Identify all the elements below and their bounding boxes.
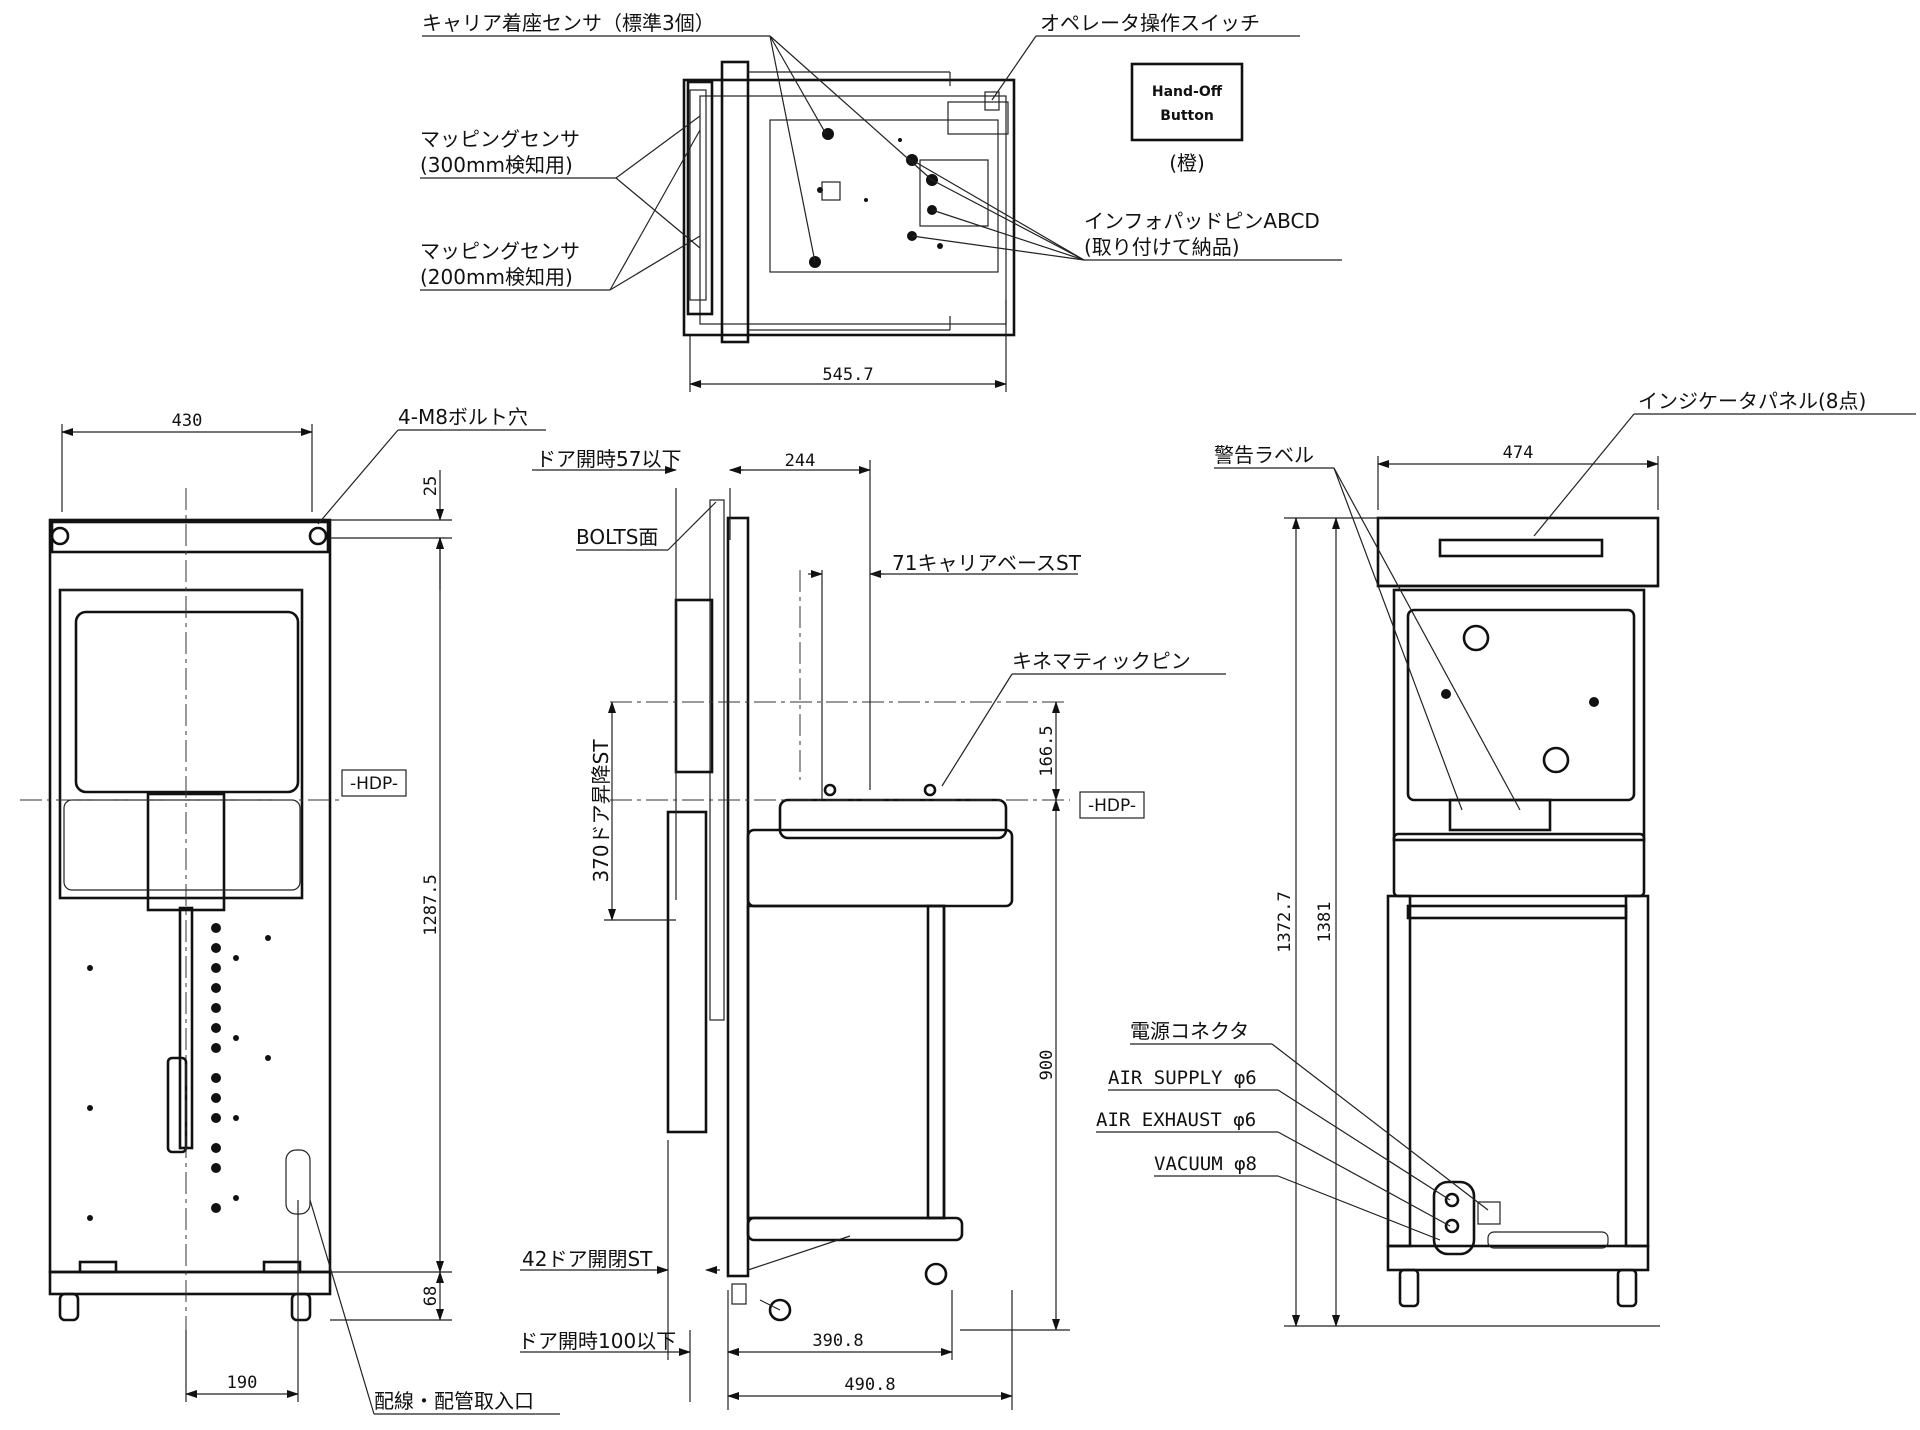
side-view: ドア開時57以下 244 71キャリアベースST 370ドア昇降ST 166.5… xyxy=(518,447,1082,1410)
label-carrier-base-st: 71キャリアベースST xyxy=(892,551,1082,575)
label-wiring-entry: 配線・配管取入口 xyxy=(374,1389,534,1413)
label-bolts-face: BOLTS面 xyxy=(576,525,658,549)
dim-top-width: 545.7 xyxy=(822,365,873,385)
label-hdp-mid: -HDP- xyxy=(1088,796,1136,816)
dim-front-top: 25 xyxy=(421,476,441,496)
dim-rear-1381: 1381 xyxy=(1315,902,1335,943)
dim-side-3908: 390.8 xyxy=(812,1331,863,1351)
label-air-supply: AIR SUPPLY φ6 xyxy=(1108,1067,1257,1089)
front-view: 430 25 1287.5 68 190 xyxy=(20,411,452,1402)
front-view-holes xyxy=(87,923,271,1221)
label-bolt-holes: 4-M8ボルト穴 xyxy=(398,405,528,429)
dim-side-4908: 490.8 xyxy=(844,1375,895,1395)
label-kinematic-pin: キネマティックピン xyxy=(1012,649,1191,673)
rear-view xyxy=(1376,516,1660,1308)
label-carrier-seat-sensor: キャリア着座センサ（標準3個） xyxy=(422,11,715,35)
dim-front-entry: 190 xyxy=(227,1373,258,1393)
label-infopad-a: インフォパッドピンABCD xyxy=(1084,209,1320,233)
label-mapping-200-a: マッピングセンサ xyxy=(420,239,580,263)
dim-rear-width: 474 xyxy=(1503,443,1534,463)
label-mapping-200-b: (200mm検知用) xyxy=(420,265,573,289)
label-mapping-300-a: マッピングセンサ xyxy=(420,127,580,151)
hand-off-text-2: Button xyxy=(1160,108,1214,124)
label-indicator-panel: インジケータパネル(8点) xyxy=(1638,389,1866,413)
label-air-exhaust: AIR EXHAUST φ6 xyxy=(1096,1109,1256,1131)
top-view-holes xyxy=(809,128,943,268)
label-hdp-left: -HDP- xyxy=(350,774,398,794)
label-mapping-300-b: (300mm検知用) xyxy=(420,153,573,177)
label-power-connector: 電源コネクタ xyxy=(1130,1019,1249,1043)
dim-rear-13727: 1372.7 xyxy=(1275,891,1295,952)
label-operator-switch: オペレータ操作スイッチ xyxy=(1040,11,1260,35)
dim-side-244: 244 xyxy=(785,451,816,471)
label-door-lift-st: 370ドア昇降ST xyxy=(589,739,613,883)
label-door-open-100: ドア開時100以下 xyxy=(518,1329,676,1353)
dim-front-height: 1287.5 xyxy=(421,874,441,935)
hand-off-button: Hand-Off Button xyxy=(1130,62,1244,142)
label-door-open-57: ドア開時57以下 xyxy=(536,447,681,471)
label-vacuum: VACUUM φ8 xyxy=(1154,1153,1257,1175)
hand-off-color: (橙) xyxy=(1169,151,1205,175)
label-door-open-close-st: 42ドア開閉ST xyxy=(522,1247,653,1271)
dim-front-bottom: 68 xyxy=(421,1286,441,1306)
dim-front-width: 430 xyxy=(172,411,203,431)
label-warning: 警告ラベル xyxy=(1214,443,1314,467)
label-infopad-b: (取り付けて納品) xyxy=(1084,235,1240,259)
dim-side-1665: 166.5 xyxy=(1037,725,1057,776)
top-view: 545.7 xyxy=(682,60,1016,392)
dim-side-900: 900 xyxy=(1037,1050,1057,1081)
hand-off-text-1: Hand-Off xyxy=(1152,84,1223,100)
